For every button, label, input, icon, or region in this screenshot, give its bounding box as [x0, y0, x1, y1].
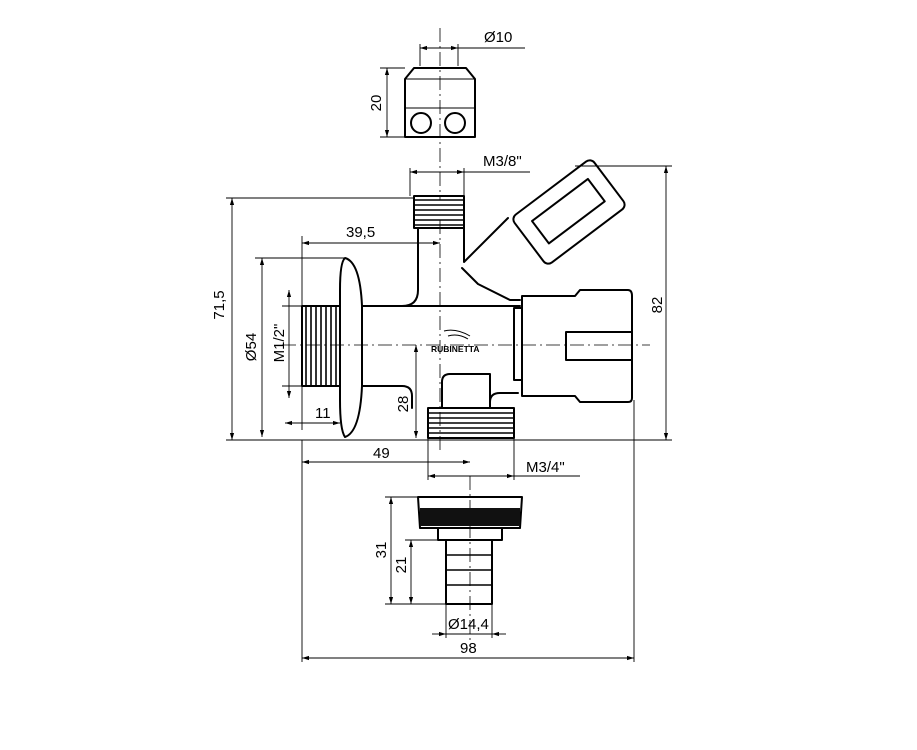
- right-handle[interactable]: [513, 289, 633, 403]
- label-d-top-insert: Ø10: [484, 29, 512, 46]
- label-thread-top: M3/8": [483, 153, 522, 170]
- brand-logo: RUBINETTA: [431, 329, 479, 354]
- hose-connector: [417, 496, 523, 605]
- angled-handle[interactable]: [511, 158, 627, 266]
- wall-flange: [301, 257, 363, 438]
- label-h-top-insert: 20: [368, 95, 385, 112]
- label-hose-diameter: Ø14,4: [448, 616, 489, 633]
- label-flange-diameter: Ø54: [243, 333, 260, 361]
- valve-body: [361, 195, 521, 409]
- bottom-outlet: [427, 407, 515, 439]
- label-nut-height: 31: [373, 542, 390, 559]
- label-hose-length: 21: [393, 557, 410, 574]
- label-outlet-offset: 28: [395, 396, 412, 413]
- label-total-width: 98: [460, 640, 477, 657]
- label-thread-bottom: M3/4": [526, 459, 565, 476]
- label-total-height-left: 71,5: [211, 290, 228, 319]
- label-outlet-distance: 49: [373, 445, 390, 462]
- dimension-lines: [226, 44, 672, 662]
- label-thread-left: M1/2": [271, 324, 288, 363]
- label-total-height-right: 82: [649, 297, 666, 314]
- brand-logo-text: RUBINETTA: [431, 344, 479, 354]
- label-thread-length: 11: [315, 405, 331, 422]
- label-flange-offset: 39,5: [346, 224, 375, 241]
- dimension-labels: Ø10 20 M3/8" 39,5 71,5 82 Ø54 M1/2" 11 2…: [211, 29, 666, 657]
